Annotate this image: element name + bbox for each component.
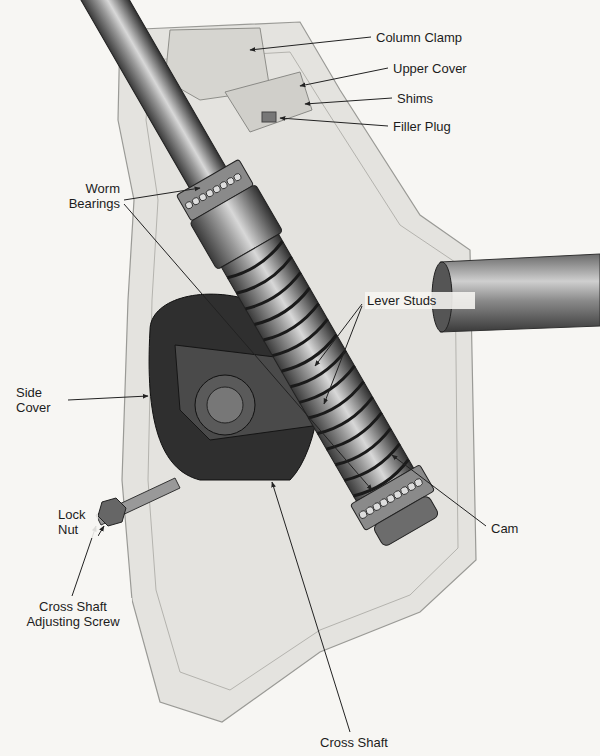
cam-groove xyxy=(288,350,349,390)
cam-groove xyxy=(324,413,385,453)
leader-line xyxy=(124,204,372,490)
leader-line xyxy=(300,68,388,86)
cross-shaft-hub-face xyxy=(207,387,243,423)
cam-groove xyxy=(270,319,331,359)
bearing-ball xyxy=(233,172,243,182)
part-label: Cross Shaft xyxy=(318,734,428,751)
cam-groove xyxy=(234,257,295,297)
leader-line xyxy=(68,396,148,400)
leader-line xyxy=(392,455,486,526)
upper-cover xyxy=(225,72,312,132)
part-label: Column Clamp xyxy=(374,29,494,46)
part-label: Cross Shaft Adjusting Screw xyxy=(14,598,132,630)
worm-assembly xyxy=(50,0,446,551)
cam-groove xyxy=(342,444,403,484)
cam-groove xyxy=(279,335,340,375)
cam-groove xyxy=(252,288,313,328)
leader-line xyxy=(124,188,200,200)
lower-cover xyxy=(372,495,439,548)
part-label: Cam xyxy=(489,520,549,537)
bearing-ball xyxy=(413,477,423,487)
cam-groove xyxy=(306,382,367,422)
leader-line xyxy=(280,118,388,126)
filler-plug xyxy=(262,112,276,122)
cam-groove xyxy=(243,272,304,312)
leader-line xyxy=(250,37,371,50)
cam-groove xyxy=(261,304,322,344)
part-label: Side Cover xyxy=(14,384,66,416)
cam-groove xyxy=(297,366,358,406)
cam-groove xyxy=(225,241,286,281)
part-label: Filler Plug xyxy=(391,118,491,135)
leader-line xyxy=(305,98,392,104)
cam-groove xyxy=(333,428,394,468)
part-label: Worm Bearings xyxy=(50,180,122,212)
cross-shaft-hub xyxy=(195,375,255,435)
leader-line xyxy=(324,306,362,404)
adjusting-screw xyxy=(96,478,180,525)
part-label: Upper Cover xyxy=(391,60,501,77)
part-label: Shims xyxy=(395,90,465,107)
cam-body xyxy=(221,234,413,501)
leader-line xyxy=(272,482,350,732)
part-label: Lock Nut xyxy=(56,506,98,538)
leader-line xyxy=(315,304,362,366)
steering-column-tube xyxy=(67,0,228,192)
part-label: Lever Studs xyxy=(365,292,475,309)
lock-nut xyxy=(98,498,126,526)
leader-line xyxy=(98,526,104,536)
